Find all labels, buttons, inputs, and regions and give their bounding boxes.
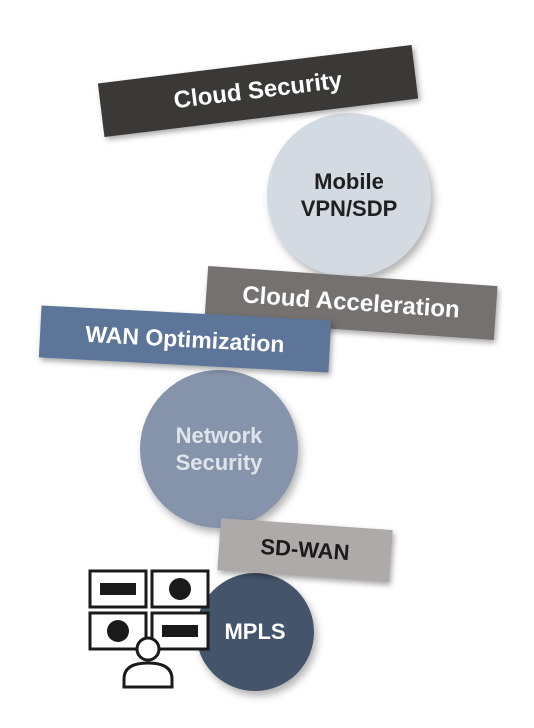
mobile-circle-line-1: Mobile	[314, 168, 384, 194]
cloud-security-label: Cloud Security	[172, 66, 344, 115]
mobile-vpn-sdp-circle: Mobile VPN/SDP	[267, 113, 431, 277]
network-security-circle: Network Security	[140, 370, 298, 528]
mpls-label: MPLS	[224, 619, 286, 645]
network-circle-line-1: Network	[175, 422, 263, 448]
workgroup-icon	[88, 569, 210, 689]
network-circle-line-2: Security	[175, 450, 263, 475]
mpls-circle: MPLS	[196, 573, 314, 691]
mobile-circle-line-2: VPN/SDP	[300, 196, 398, 221]
wan-optimization-label: WAN Optimization	[84, 320, 286, 357]
sd-wan-label: SD-WAN	[259, 533, 351, 566]
sd-wan-banner: SD-WAN	[217, 518, 393, 582]
